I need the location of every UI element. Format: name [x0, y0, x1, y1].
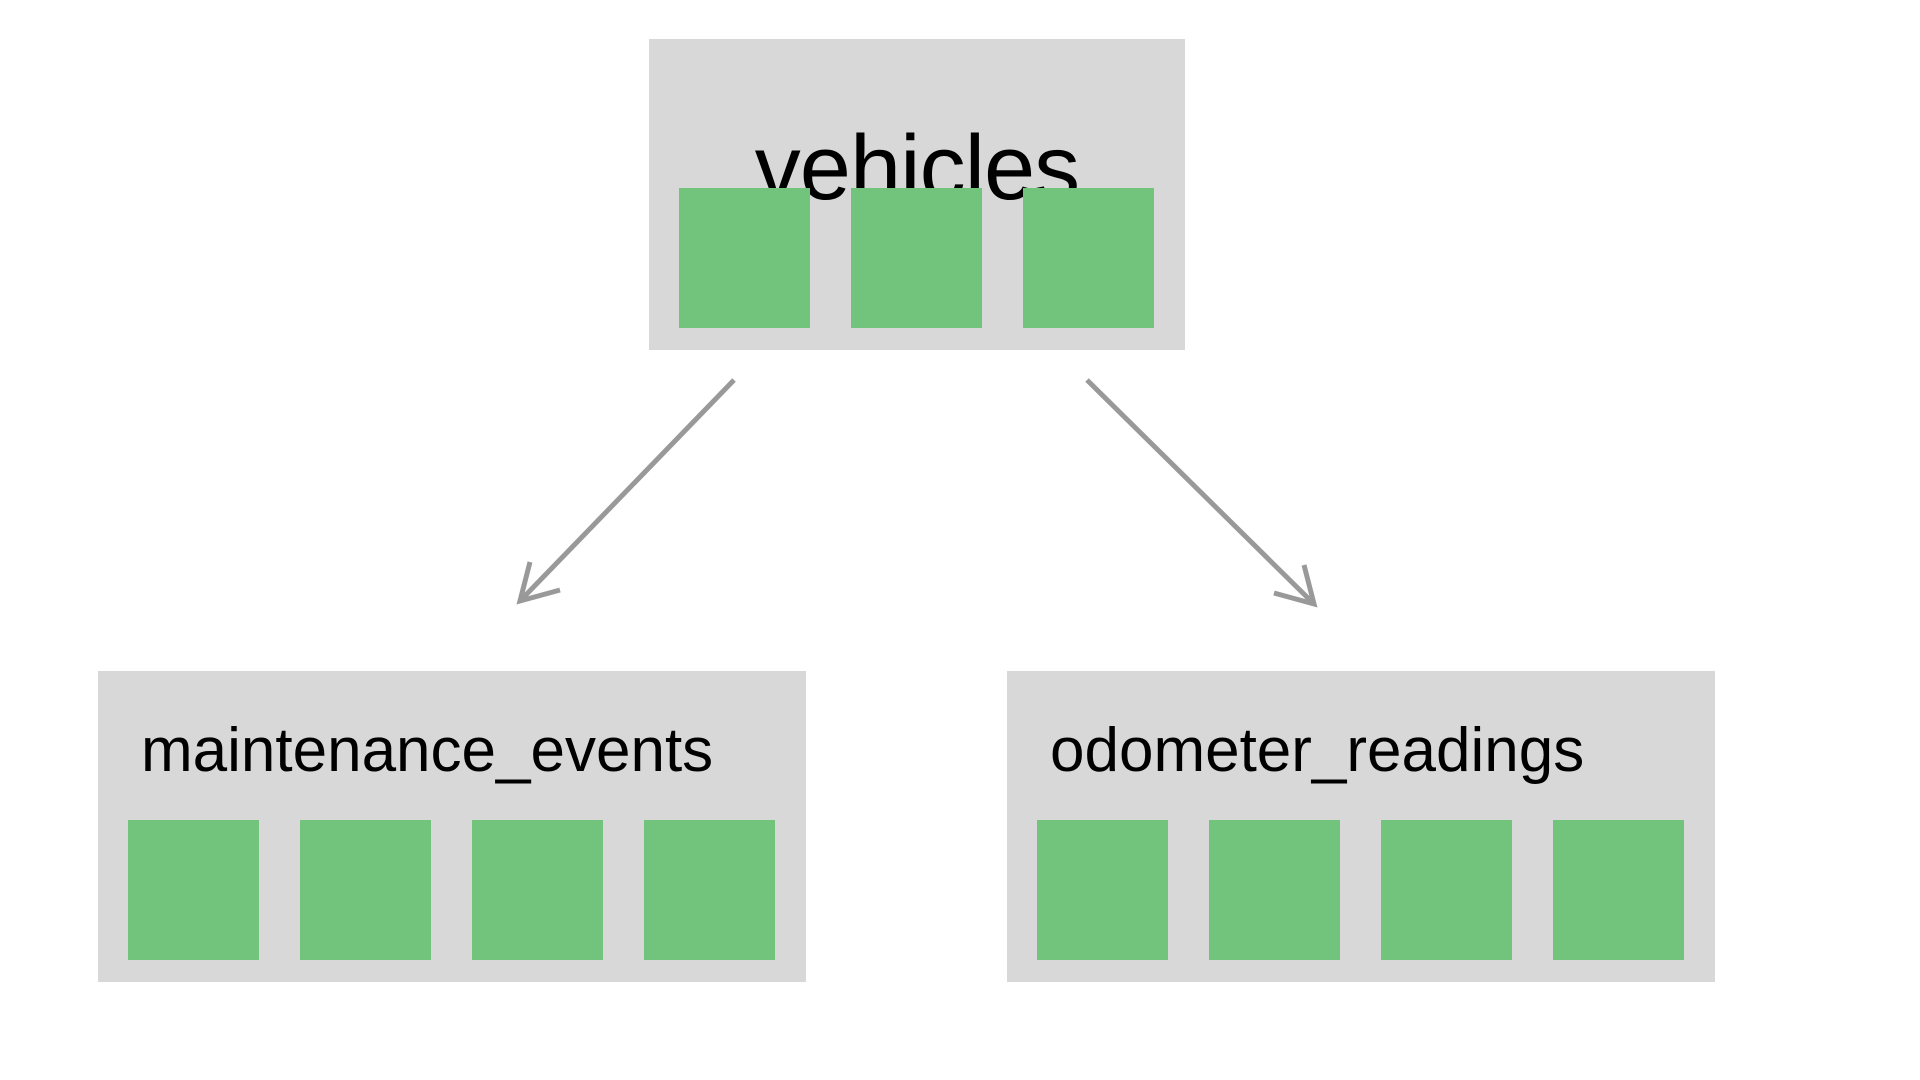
table-cell — [679, 188, 810, 328]
table-cell — [1553, 820, 1684, 960]
table-cell — [128, 820, 259, 960]
table-cell — [644, 820, 775, 960]
arrow-vehicles-to-odometer-readings — [1085, 378, 1318, 608]
table-cell — [300, 820, 431, 960]
table-odometer-readings: odometer_readings — [1007, 671, 1715, 982]
table-cells-maintenance-events — [128, 820, 775, 960]
table-cells-vehicles — [679, 188, 1154, 328]
arrow-vehicles-to-maintenance-events — [516, 378, 736, 605]
table-cell — [472, 820, 603, 960]
table-title-maintenance-events: maintenance_events — [141, 716, 714, 785]
table-cell — [1209, 820, 1340, 960]
table-maintenance-events: maintenance_events — [98, 671, 806, 982]
table-cell — [1381, 820, 1512, 960]
table-cells-odometer-readings — [1037, 820, 1684, 960]
table-vehicles: vehicles — [649, 39, 1185, 350]
table-cell — [1023, 188, 1154, 328]
table-cell — [1037, 820, 1168, 960]
table-cell — [851, 188, 982, 328]
table-title-odometer-readings: odometer_readings — [1050, 716, 1585, 785]
